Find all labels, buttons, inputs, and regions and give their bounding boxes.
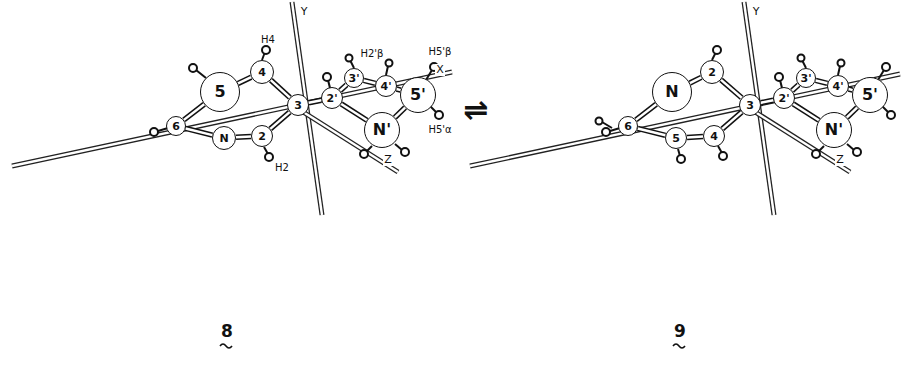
axis-or-atom-label: Z bbox=[383, 154, 393, 166]
atom-circle: N' bbox=[816, 112, 852, 148]
atom-circle: 2' bbox=[773, 87, 795, 109]
bond-stick bbox=[847, 108, 857, 118]
atom-label: N bbox=[219, 133, 228, 144]
bond-stick bbox=[271, 80, 290, 97]
atom-label: 5' bbox=[410, 87, 426, 103]
bond-stick bbox=[687, 136, 703, 138]
bond-stick bbox=[309, 100, 321, 103]
bond-stick bbox=[364, 80, 376, 83]
atom-circle: 4 bbox=[703, 125, 725, 147]
bond-stick bbox=[793, 104, 819, 120]
atom-label: N' bbox=[825, 122, 843, 138]
figure-label: 8 bbox=[220, 323, 234, 341]
atom-label: N bbox=[665, 84, 678, 100]
atom-label: 3 bbox=[294, 100, 302, 111]
bond-stick bbox=[638, 128, 666, 135]
atom-label: 2' bbox=[778, 93, 789, 104]
atom-label: 4 bbox=[710, 131, 718, 142]
atom-label: 3 bbox=[746, 100, 754, 111]
atom-circle: N bbox=[212, 126, 236, 150]
axis-or-atom-label: Z bbox=[835, 154, 845, 166]
atom-label: 3' bbox=[348, 73, 359, 84]
atom-label: 3' bbox=[800, 73, 811, 84]
atom-circle: 4' bbox=[827, 75, 849, 97]
atom-circle: 5' bbox=[852, 77, 888, 113]
atom-label: 4 bbox=[258, 67, 266, 78]
bond-stick bbox=[761, 100, 773, 103]
atom-circle: 6 bbox=[618, 116, 638, 136]
bond-stick bbox=[690, 77, 701, 83]
bond-stick bbox=[792, 85, 798, 91]
atom-label: 2 bbox=[258, 131, 266, 142]
axis-or-atom-label: H2 bbox=[274, 163, 290, 174]
bond-stick bbox=[341, 104, 367, 120]
atom-circle: 3 bbox=[739, 94, 761, 116]
atom-label: 5' bbox=[862, 87, 878, 103]
atom-circle: 3' bbox=[796, 68, 816, 88]
axis-or-atom-label: Y bbox=[752, 6, 761, 18]
atom-label: 2' bbox=[326, 93, 337, 104]
bond-stick bbox=[184, 104, 204, 120]
atom-label: 2 bbox=[708, 67, 716, 78]
atom-label: N' bbox=[373, 122, 391, 138]
bond-stick bbox=[270, 112, 289, 129]
bond-stick bbox=[395, 108, 405, 118]
bond-stick bbox=[816, 80, 828, 83]
atom-circle: 4' bbox=[375, 75, 397, 97]
axis-or-atom-label: H4 bbox=[260, 35, 276, 46]
atom-label: 5 bbox=[672, 133, 680, 144]
bond-stick bbox=[340, 85, 346, 91]
axis-or-atom-label: H5'β bbox=[427, 47, 452, 58]
atom-circle: 5 bbox=[200, 72, 240, 112]
atom-label: 6 bbox=[172, 121, 180, 132]
atom-label: 6 bbox=[624, 121, 632, 132]
atom-circle: 2' bbox=[321, 87, 343, 109]
atom-circle: 3 bbox=[287, 94, 309, 116]
axis-or-atom-label: Y bbox=[300, 6, 309, 18]
figure-label: ⇌ bbox=[462, 94, 489, 126]
atom-label: 4' bbox=[380, 81, 391, 92]
axis-or-atom-label: X bbox=[435, 64, 445, 76]
atom-label: 5 bbox=[214, 84, 225, 100]
atom-circle: 5' bbox=[400, 77, 436, 113]
bond-stick bbox=[238, 77, 251, 83]
figure-label: 9 bbox=[673, 323, 687, 341]
atom-circle: 5 bbox=[665, 127, 687, 149]
atom-circle: N bbox=[652, 72, 692, 112]
atom-circle: 4 bbox=[250, 60, 274, 84]
atom-circle: 6 bbox=[166, 116, 186, 136]
atom-circle: 2 bbox=[251, 125, 273, 147]
atom-circle: 3' bbox=[344, 68, 364, 88]
atom-label: 4' bbox=[832, 81, 843, 92]
axis-or-atom-label: H5'α bbox=[427, 125, 452, 136]
bond-stick bbox=[721, 80, 742, 98]
axis-or-atom-label: H2'β bbox=[359, 49, 384, 60]
bond-stick bbox=[236, 136, 251, 138]
bond-stick bbox=[722, 112, 741, 129]
bond-stick bbox=[636, 104, 656, 120]
atom-circle: N' bbox=[364, 112, 400, 148]
atom-circle: 2 bbox=[700, 60, 724, 84]
bond-stick bbox=[186, 128, 213, 135]
